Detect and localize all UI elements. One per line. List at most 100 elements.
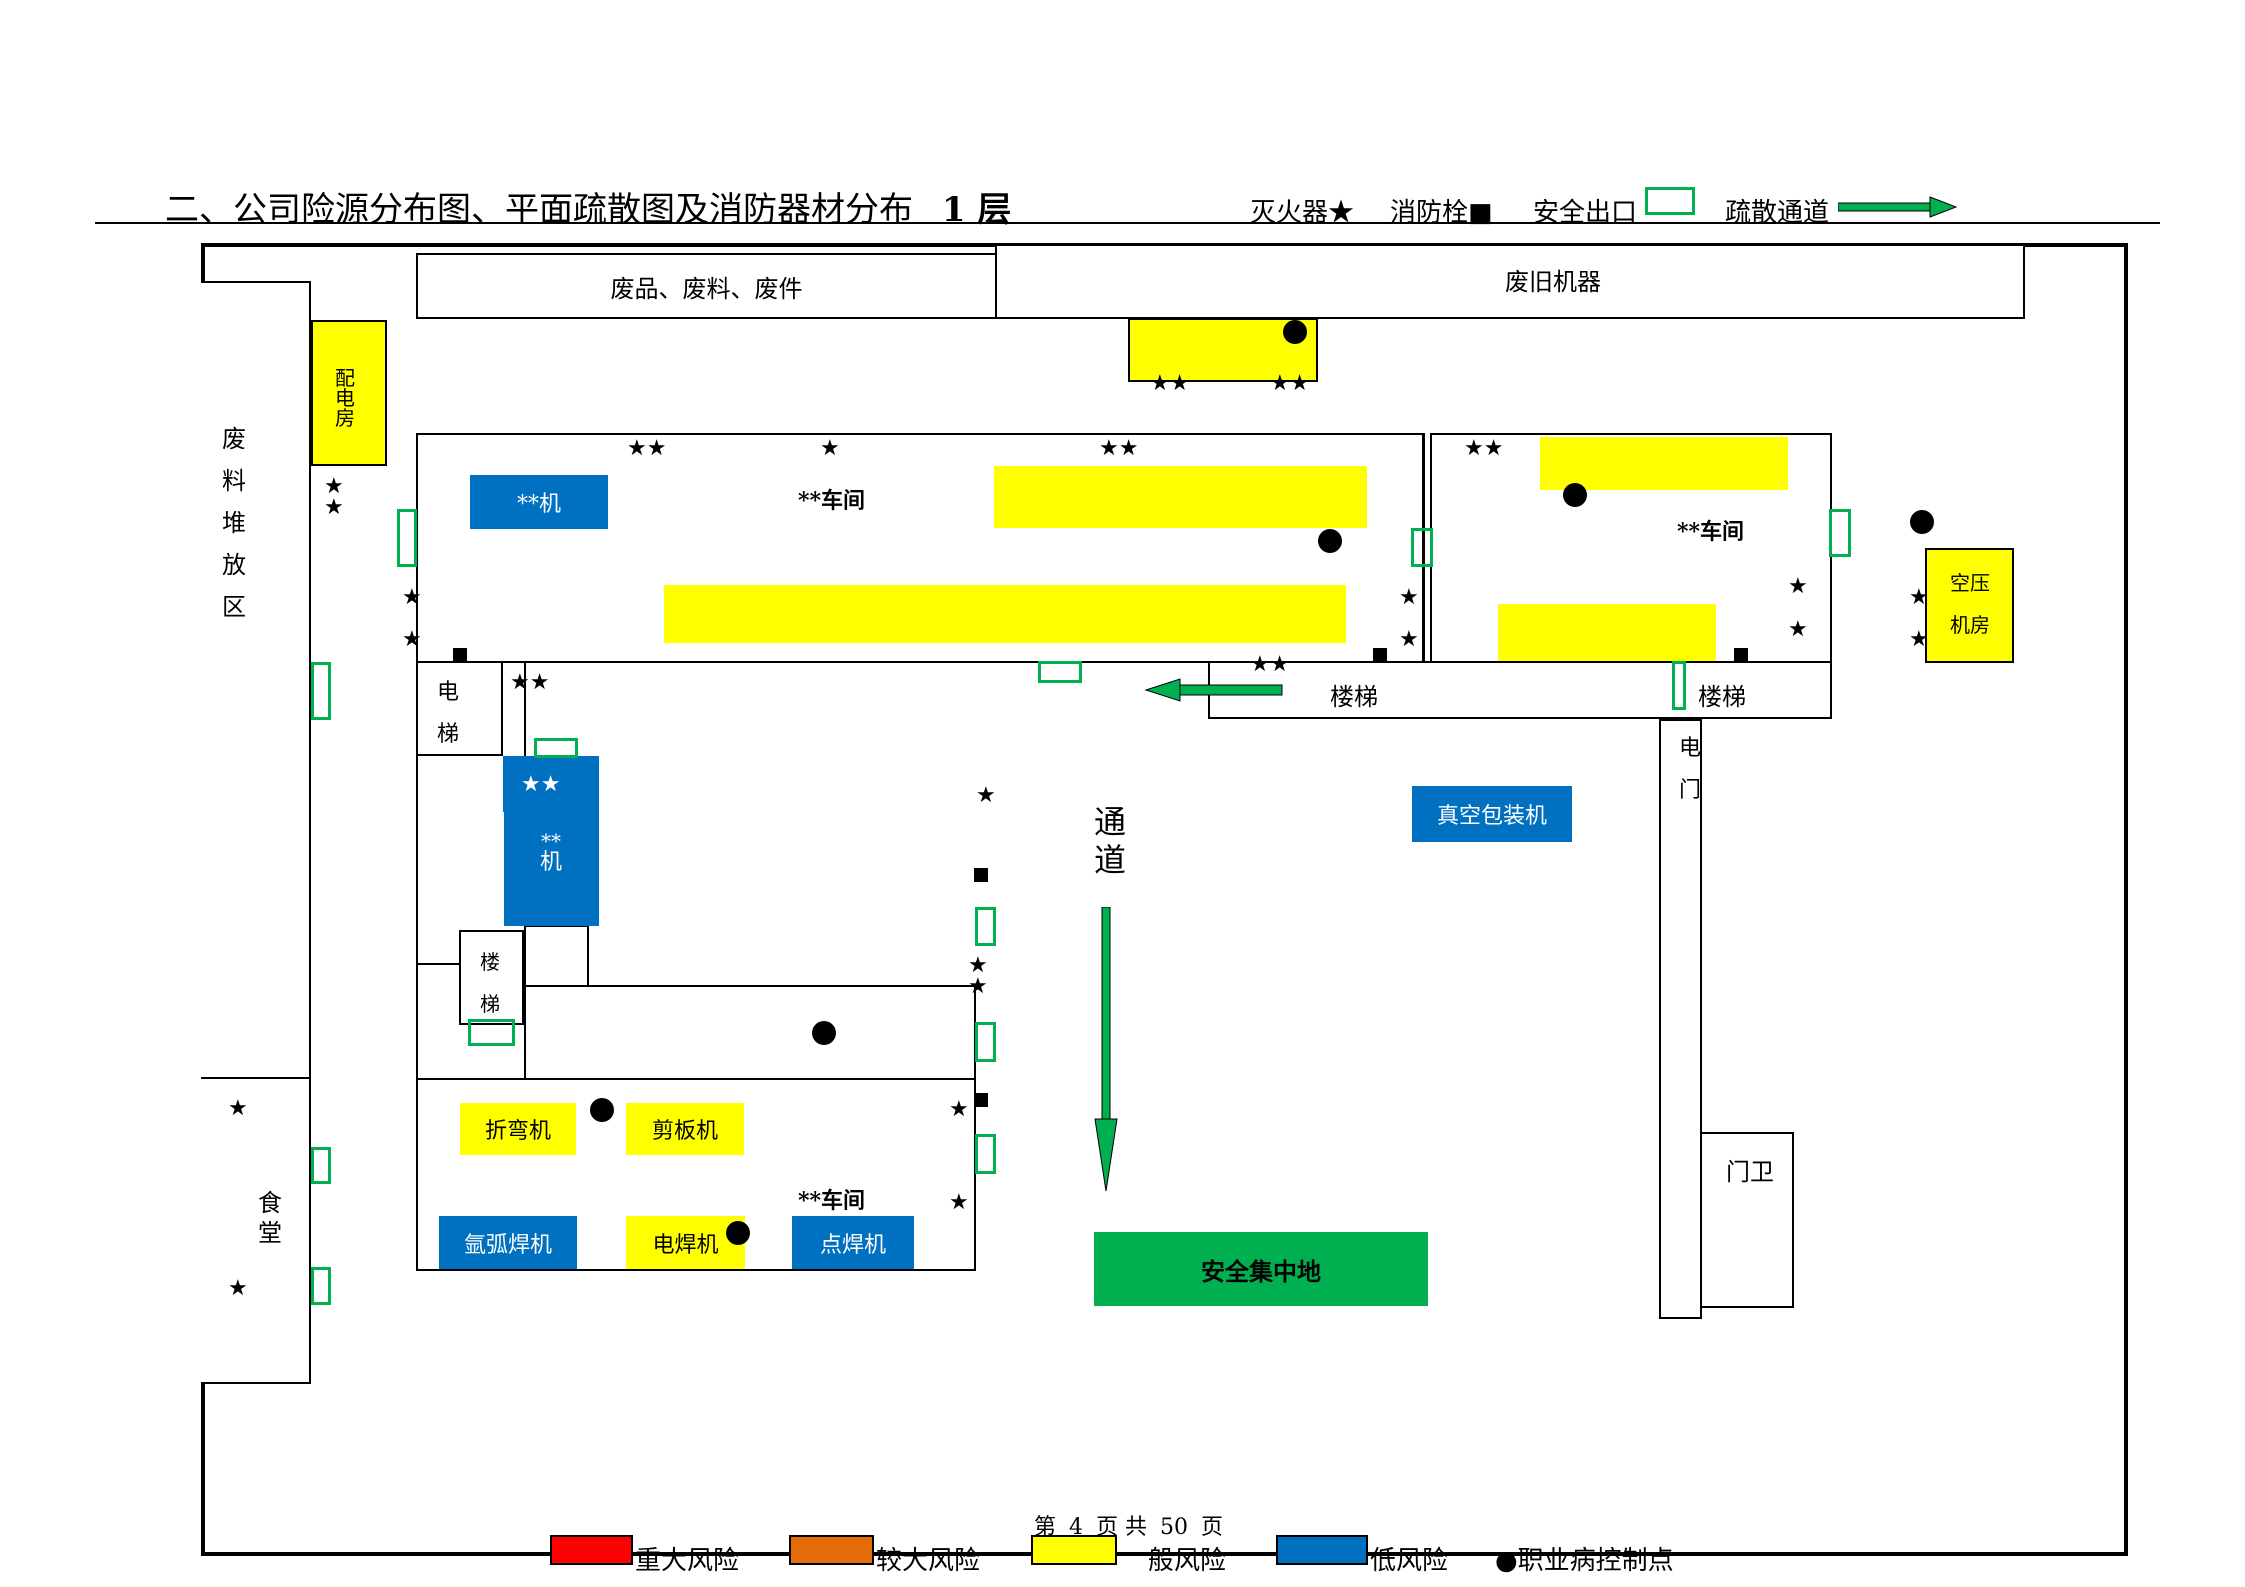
assembly-point-label: 安全集中地 [1201, 1256, 1321, 1286]
vacuum-packer: 真空包装机 [1412, 786, 1572, 842]
machine-b-side-gap [496, 812, 504, 926]
hydrant-icon [974, 1093, 988, 1107]
occupational-point-icon [590, 1098, 614, 1122]
legend-low-swatch [1276, 1535, 1368, 1565]
exit-marker [1672, 661, 1686, 710]
exit-marker [468, 1019, 515, 1046]
stairs-1-label: 楼梯 [1330, 683, 1378, 711]
stairs-3-char: 梯 [480, 992, 500, 1016]
power-room-label: 配 电 房 [330, 368, 360, 428]
power-room [311, 320, 387, 466]
middle-corridor [524, 985, 976, 1080]
extinguisher-icon: ★★ [1464, 436, 1504, 461]
passage-char: 道 [1093, 841, 1126, 879]
passage-char: 通 [1093, 803, 1126, 841]
extinguisher-icon: ★ [949, 1190, 969, 1215]
electric-door [1659, 719, 1702, 1319]
canteen [201, 1077, 311, 1384]
occupational-point-icon [812, 1021, 836, 1045]
yellow-zone-w2-a [1540, 437, 1788, 490]
floor-label: 1 层 [941, 190, 1012, 230]
extinguisher-icon: ★ [1788, 617, 1808, 642]
stair-corridor [1208, 661, 1832, 719]
extinguisher-icon: ★ [228, 1276, 248, 1301]
evacuation-arrow-down-icon [1094, 907, 1118, 1192]
hydrant-icon [1373, 648, 1387, 662]
occupational-point-icon [726, 1221, 750, 1245]
title-text: 二、公司险源分布图、平面疏散图及消防器材分布 [165, 190, 913, 230]
page-prefix: 第 [1034, 1515, 1057, 1540]
old-machines-area: 废旧机器 [995, 244, 2025, 319]
extinguisher-icon: ★ [324, 474, 344, 499]
passage-label: 通 道 [1090, 803, 1130, 879]
legend-major-swatch [550, 1535, 633, 1565]
page-number: 4 [1069, 1515, 1084, 1540]
workshop-3-label: **车间 [798, 1188, 866, 1214]
extinguisher-icon: ★ [949, 1097, 969, 1122]
hydrant-icon [1734, 648, 1748, 662]
legend-route-arrow-icon [1838, 196, 1958, 218]
elevator-1-char: 梯 [436, 722, 459, 747]
extinguisher-icon: ★ [976, 783, 996, 808]
waste-products-label: 废品、废料、废件 [610, 274, 803, 303]
machine-b-char: 机 [539, 850, 562, 875]
legend-major-label: 重大风险 [635, 1546, 740, 1576]
waste-yard-char: 放 [222, 551, 246, 579]
occupational-point-icon [1283, 320, 1307, 344]
waste-yard-char: 料 [222, 467, 246, 495]
workshop-1-label: **车间 [798, 488, 866, 514]
extinguisher-icon: ★ [968, 953, 988, 978]
waste-yard [201, 281, 311, 1079]
occupational-point-icon [1910, 510, 1934, 534]
occupational-point-icon [1318, 529, 1342, 553]
stairs-2-label: 楼梯 [1698, 683, 1746, 711]
canteen-char: 堂 [258, 1219, 282, 1247]
legend-occupational-label: ●职业病控制点 [1495, 1546, 1674, 1576]
old-machines-label: 废旧机器 [1505, 268, 1601, 296]
extinguisher-icon: ★★ [1150, 371, 1190, 396]
exit-marker [1411, 528, 1433, 567]
bending-machine: 折弯机 [460, 1103, 576, 1155]
air-compressor-line: 机房 [1950, 613, 1990, 637]
power-room-char: 配 [335, 366, 355, 390]
page-total: 50 [1160, 1515, 1189, 1540]
elevator-1-label: 电 梯 [433, 672, 463, 756]
page-suffix: 页 [1201, 1515, 1224, 1540]
machine-a-label: **机 [516, 492, 561, 517]
shearing-machine: 剪板机 [626, 1103, 744, 1155]
evacuation-arrow-left-icon [1144, 678, 1283, 702]
canteen-char: 食 [258, 1189, 282, 1217]
exit-marker [534, 738, 578, 758]
guard-room-label: 门卫 [1726, 1158, 1774, 1186]
legend-high-label: 较大风险 [876, 1546, 981, 1576]
extinguisher-icon: ★ [1399, 627, 1419, 652]
machine-b-top: ★★ [503, 756, 599, 812]
waste-yard-label: 废 料 堆 放 区 [219, 418, 249, 628]
machine-b-annex [524, 925, 589, 987]
machine-b-label: ** 机 [538, 829, 564, 876]
electric-welder-label: 电焊机 [652, 1232, 719, 1258]
stairs-3-label: 楼 梯 [475, 941, 505, 1025]
legend-high-swatch [789, 1535, 874, 1565]
yellow-zone-w2-b [1498, 604, 1716, 661]
electric-door-char: 门 [1678, 778, 1701, 803]
exit-marker [311, 1147, 331, 1184]
exit-marker [975, 1022, 996, 1062]
spot-welder-label: 点焊机 [819, 1232, 886, 1258]
extinguisher-icon: ★ [228, 1096, 248, 1121]
extinguisher-icon: ★ [1399, 585, 1419, 610]
machine-b-mark: ** [541, 829, 561, 853]
machine-b-stars: ★★ [521, 772, 561, 797]
vacuum-packer-label: 真空包装机 [1436, 804, 1547, 829]
canteen-label: 食 堂 [255, 1188, 285, 1248]
extinguisher-icon: ★ [820, 436, 840, 461]
power-room-char: 电 [335, 386, 355, 410]
exit-marker [975, 1134, 996, 1174]
waste-yard-char: 堆 [222, 509, 246, 537]
electric-door-char: 电 [1678, 736, 1701, 761]
machine-a: **机 [470, 475, 608, 529]
stairs-3-char: 楼 [480, 950, 500, 974]
legend-low-label: 低风险 [1370, 1546, 1449, 1576]
exit-marker [1829, 509, 1851, 557]
extinguisher-icon: ★ [324, 495, 344, 520]
